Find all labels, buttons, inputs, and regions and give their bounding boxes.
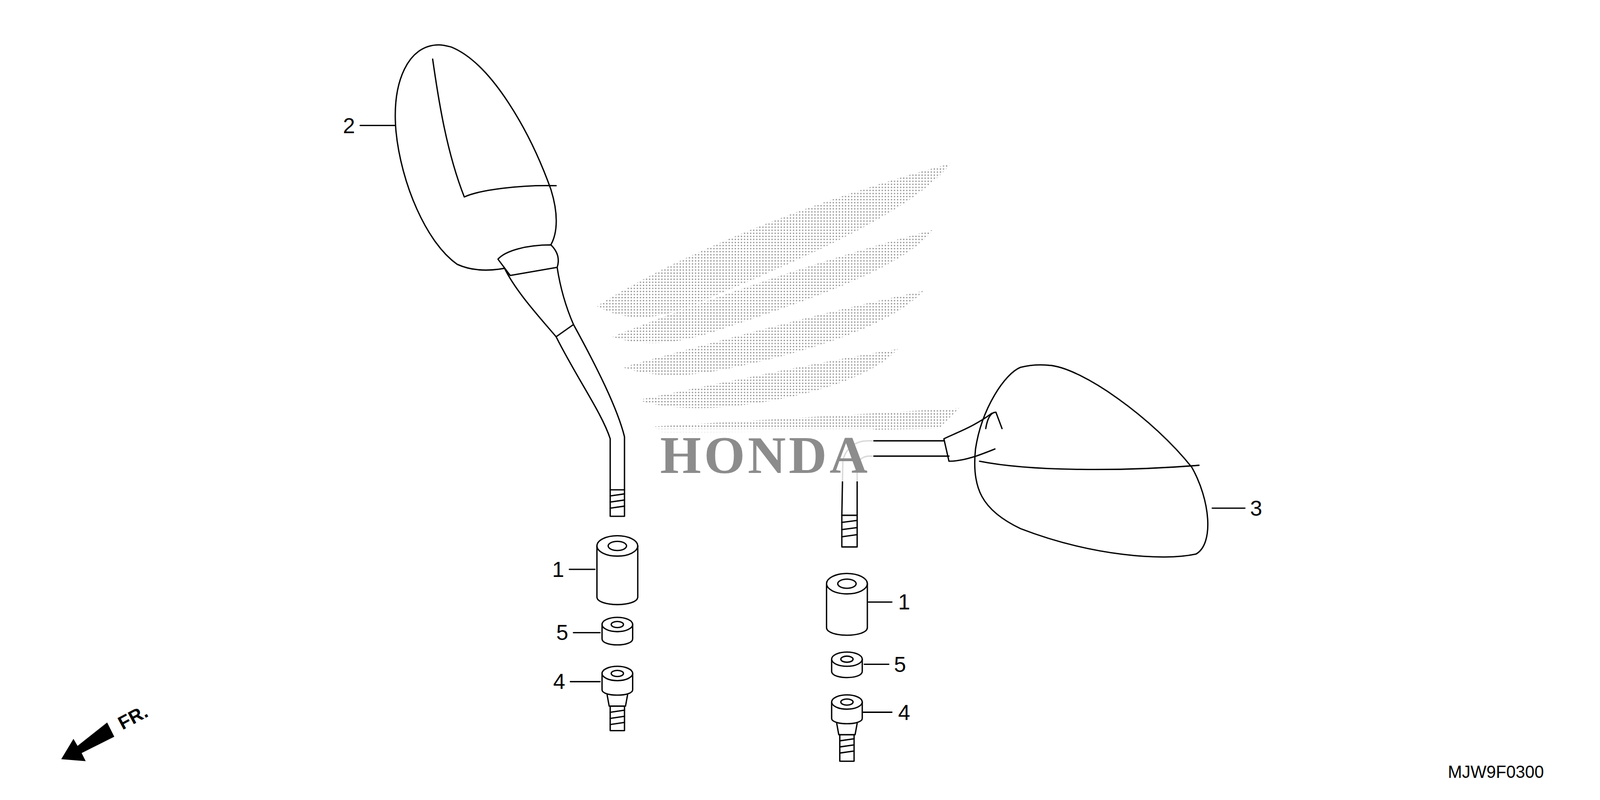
callout-number: 4	[897, 701, 911, 724]
honda-watermark: HONDA	[657, 428, 874, 482]
callout-number: 1	[897, 591, 911, 613]
callout-number: 2	[343, 114, 356, 137]
callout-number: 5	[894, 653, 907, 676]
callout-number: 5	[556, 621, 569, 644]
front-arrow	[61, 722, 115, 761]
front-label: FR.	[114, 702, 151, 734]
callout-number: 3	[1249, 497, 1263, 520]
callout-number: 1	[552, 558, 565, 581]
callout-number: 4	[552, 670, 566, 693]
wing-watermark	[596, 163, 960, 434]
figure-code: MJW9F0300	[1448, 763, 1544, 781]
